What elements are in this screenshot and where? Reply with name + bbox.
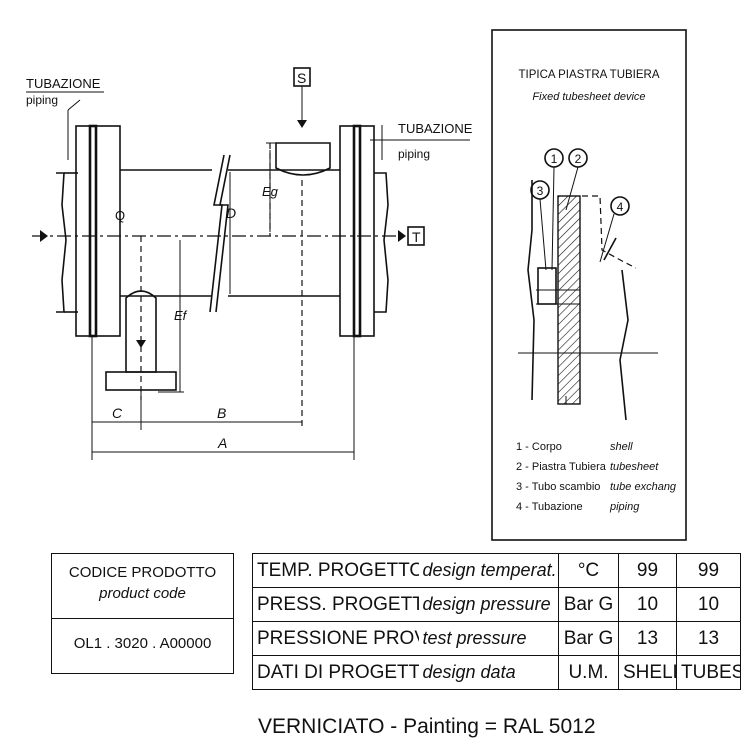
top-nozzle (275, 142, 331, 176)
product-code-label-it: CODICE PRODOTTO (68, 564, 217, 581)
detail-shell (527, 180, 535, 401)
left-piping-label-it: TUBAZIONE (26, 76, 101, 91)
detail-tubesheet (557, 195, 581, 405)
spec-label-en: design pressure (418, 587, 559, 622)
table-row: PRESSIONE PROVA test pressure Bar G 13 1… (252, 621, 741, 656)
callout-2-label: 2 (575, 152, 582, 166)
tubesheet-detail: TIPICA PIASTRA TUBIERA Fixed tubesheet d… (491, 29, 687, 541)
legend-4-en: piping (609, 501, 640, 513)
spec-unit: U.M. (558, 655, 619, 690)
table-row: PRESS. PROGETTO design pressure Bar G 10… (252, 587, 741, 622)
exchanger-side-view: TUBAZIONE piping TUBAZIONE piping (26, 67, 473, 460)
right-tubesheet (339, 125, 355, 337)
callout-4 (610, 196, 630, 216)
spec-label-it: PRESSIONE PROVA (252, 621, 419, 656)
port-s-label: S (297, 70, 306, 86)
spec-shell: 99 (618, 553, 677, 588)
spec-label-it: PRESS. PROGETTO (252, 587, 419, 622)
spec-tubes: TUBES (676, 655, 741, 690)
spec-shell: 10 (618, 587, 677, 622)
right-piping-label-it: TUBAZIONE (398, 121, 473, 136)
spec-unit: °C (558, 553, 619, 588)
spec-shell: 13 (618, 621, 677, 656)
legend-1-en: shell (610, 441, 633, 453)
dim-b-label: B (217, 405, 226, 421)
dim-ef-label: Ef (174, 308, 188, 323)
table-row: TEMP. PROGETTO design temperat. °C 99 99 (252, 553, 741, 588)
right-piping-label-en: piping (398, 147, 430, 161)
callout-4-label: 4 (617, 200, 624, 214)
spec-shell: SHELL (618, 655, 677, 690)
spec-label-it: TEMP. PROGETTO (252, 553, 419, 588)
spec-label-en: design data (418, 655, 559, 690)
product-code-box: CODICE PRODOTTO product code OL1 . 3020 … (51, 553, 234, 674)
callout-1-label: 1 (551, 152, 558, 166)
legend-2-en: tubesheet (610, 461, 659, 473)
left-tubesheet (95, 125, 121, 337)
legend-3-it: 3 - Tubo scambio (516, 481, 600, 493)
detail-title-it: TIPICA PIASTRA TUBIERA (518, 69, 659, 81)
dim-a-label: A (217, 435, 227, 451)
dim-d-label: D (226, 205, 236, 221)
spec-label-it: DATI DI PROGETTO (252, 655, 419, 690)
spec-label-en: design temperat. (418, 553, 559, 588)
design-data-table: TEMP. PROGETTO design temperat. °C 99 99… (252, 553, 741, 690)
dim-q-label: Q (115, 208, 125, 223)
detail-title-en: Fixed tubesheet device (532, 91, 645, 103)
detail-frame (491, 29, 687, 541)
spec-label-en: test pressure (418, 621, 559, 656)
exchanger-drawing: TUBAZIONE piping TUBAZIONE piping (26, 29, 687, 541)
product-code-label-en: product code (99, 585, 186, 602)
product-code-header: CODICE PRODOTTO product code (52, 554, 233, 619)
spec-tubes: 99 (676, 553, 741, 588)
spec-unit: Bar G (558, 587, 619, 622)
right-flange (359, 125, 375, 337)
left-piping-label-en: piping (26, 93, 58, 107)
painting-note: VERNICIATO - Painting = RAL 5012 (258, 715, 596, 738)
spec-unit: Bar G (558, 621, 619, 656)
bottom-nozzle (125, 290, 157, 373)
legend-3-en: tube exchang (610, 481, 677, 493)
legend-1-it: 1 - Corpo (516, 441, 562, 453)
legend-4-it: 4 - Tubazione (516, 501, 583, 513)
port-t-label: T (412, 229, 421, 245)
product-code-value: OL1 . 3020 . A00000 (73, 635, 212, 652)
callout-3-label: 3 (537, 184, 544, 198)
table-row: DATI DI PROGETTO design data U.M. SHELL … (252, 655, 741, 690)
legend-2-it: 2 - Piastra Tubiera (516, 461, 607, 473)
spec-tubes: 10 (676, 587, 741, 622)
port-t-box (407, 226, 425, 246)
left-flange (75, 125, 91, 337)
spec-tubes: 13 (676, 621, 741, 656)
dim-c-label: C (112, 405, 123, 421)
